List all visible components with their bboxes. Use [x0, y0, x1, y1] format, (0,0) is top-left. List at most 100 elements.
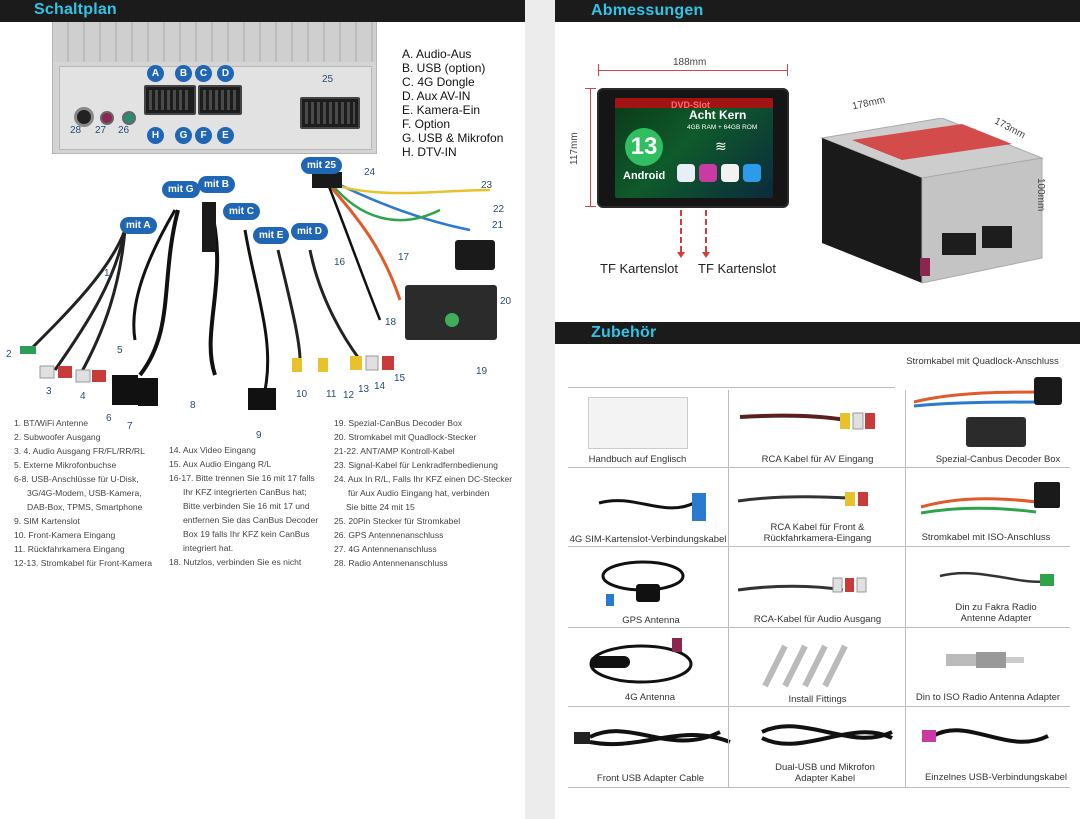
accessory-caption-4g-antenna: 4G Antenna: [624, 692, 676, 703]
dvd-slot-label: DVD-Slot: [671, 100, 710, 110]
accessory-caption-dual-usb: Dual-USB und Mikrofon Adapter Kabel: [755, 762, 895, 784]
fakra-adapter-image: [939, 571, 1054, 586]
wifi-icon: ≋: [715, 138, 727, 154]
cable-tag-25: mit 25: [301, 157, 342, 174]
accessory-caption-single-usb: Einzelnes USB-Verbindungskabel: [924, 772, 1068, 783]
arrow-down-icon: [677, 252, 685, 258]
memory-spec: 4GB RAM + 64GB ROM: [687, 124, 758, 131]
unit-height-dimension: 100mm: [1035, 178, 1046, 212]
section-title-zubehoer: Zubehör: [591, 324, 657, 341]
instagram-icon: [699, 164, 717, 182]
single-usb-cable-image: [922, 728, 1049, 744]
height-dimension: 117mm: [569, 132, 580, 165]
dimension-tick: [585, 88, 596, 89]
accessory-caption-fittings: Install Fittings: [788, 694, 847, 705]
cable-number-12: 12: [343, 390, 355, 401]
description-line: 10. Front-Kamera Eingang: [14, 530, 116, 540]
height-dimension-line: [590, 88, 591, 206]
chrome-icon: [721, 164, 739, 182]
head-unit-front-view: DVD-Slot Acht Kern 4GB RAM + 64GB ROM 13…: [597, 88, 789, 208]
accessory-caption-iso-cable: Stromkabel mit ISO-Anschluss: [921, 532, 1051, 543]
rca-camera-cable-image: [737, 492, 868, 506]
head-unit-screen: DVD-Slot Acht Kern 4GB RAM + 64GB ROM 13…: [615, 98, 773, 198]
description-line: entfernen Sie das CanBus Decoder: [183, 515, 319, 525]
tf-slot-pointer: [705, 210, 707, 252]
caption-line: Antenne Adapter: [960, 613, 1032, 624]
description-line: 3. 4. Audio Ausgang FR/FL/RR/RL: [14, 446, 145, 456]
4g-antenna-image: [589, 638, 693, 684]
description-line: 3G/4G-Modem, USB-Kamera,: [27, 488, 142, 498]
caption-line: RCA Kabel für Front &: [770, 522, 865, 533]
legend-item: G. USB & Mikrofon: [402, 131, 504, 145]
tf-slot-label: TF Kartenslot: [698, 261, 777, 276]
section-title-schaltplan: Schaltplan: [34, 1, 117, 18]
quadlock-cable-image: [913, 377, 1062, 447]
divider: [568, 387, 895, 388]
cable-tag-g: mit G: [162, 181, 200, 198]
accessory-caption-quadlock: Stromkabel mit Quadlock-Anschluss: [906, 356, 1059, 367]
cable-number-11: 11: [326, 389, 337, 400]
description-column-2: 14. Aux Video Eingang 15. Aux Audio Eing…: [169, 443, 318, 569]
description-line: 21-22. ANT/AMP Kontroll-Kabel: [334, 446, 455, 456]
connector-25: [300, 97, 360, 129]
description-line: 2. Subwoofer Ausgang: [14, 432, 101, 442]
description-line: 18. Nutzlos, verbinden Sie es nicht: [169, 557, 302, 567]
description-line: 26. GPS Antennenanschluss: [334, 530, 444, 540]
cable-tag-c: mit C: [223, 203, 260, 220]
cable-number-14: 14: [374, 381, 386, 392]
dual-usb-cable-image: [761, 724, 893, 746]
cable-tag-a: mit A: [120, 217, 157, 234]
divider: [568, 787, 1070, 788]
description-line: 11. Rückfahrkamera Eingang: [14, 544, 125, 554]
divider: [568, 546, 1070, 547]
caption-line: Rückfahrkamera-Eingang: [763, 533, 872, 544]
accessory-caption-rca-camera: RCA Kabel für Front & Rückfahrkamera-Ein…: [740, 522, 895, 544]
rca-av-cable-image: [739, 412, 875, 430]
wiring-diagram-panel: Schaltplan A B C D H G F E 25 28 27 26 A…: [0, 0, 525, 819]
accessory-caption-sim-cable: 4G SIM-Kartenslot-Verbindungskabel: [569, 534, 727, 545]
4g-sim-cable-image: [598, 493, 706, 521]
cable-number-4: 4: [80, 391, 86, 402]
cable-number-21: 21: [492, 220, 504, 231]
description-column-1: 1. BT/WiFi Antenne 2. Subwoofer Ausgang …: [14, 416, 152, 570]
port-number-26: 26: [118, 125, 130, 136]
cable-number-22: 22: [493, 204, 505, 215]
port-badge-h: H: [147, 127, 164, 144]
gps-antenna-image: [601, 560, 685, 606]
legend-item: A. Audio-Aus: [402, 47, 472, 61]
cable-harness-illustration: [20, 172, 497, 410]
tf-slot-pointer: [680, 210, 682, 252]
description-line: für Aux Audio Eingang hat, verbinden: [348, 488, 490, 498]
cable-number-18: 18: [385, 317, 397, 328]
cable-number-1: 1: [104, 268, 110, 279]
legend-item: B. USB (option): [402, 61, 486, 75]
cable-number-24: 24: [364, 167, 376, 178]
cable-number-5: 5: [117, 345, 123, 356]
legend-item: H. DTV-IN: [402, 145, 457, 159]
divider: [568, 706, 1070, 707]
caption-line: Adapter Kabel: [794, 773, 856, 784]
cable-number-3: 3: [46, 386, 52, 397]
section-header-bar: [555, 0, 1080, 22]
divider: [728, 390, 729, 787]
twitter-icon: [743, 164, 761, 182]
cable-number-23: 23: [481, 180, 493, 191]
rca-audio-cable-image: [737, 577, 867, 593]
width-dimension-line: [598, 70, 788, 71]
cable-number-16: 16: [334, 257, 346, 268]
legend-item: C. 4G Dongle: [402, 75, 475, 89]
description-line: DAB-Box, TPMS, Smartphone: [27, 502, 143, 512]
dimension-tick: [598, 64, 599, 76]
description-line: 9. SIM Kartenslot: [14, 516, 80, 526]
port-badge-f: F: [195, 127, 212, 144]
android-label: Android: [623, 170, 666, 182]
description-line: Box 19 falls Ihr KFZ kein CanBus: [183, 529, 310, 539]
section-header-bar: [555, 322, 1080, 344]
octa-core-label: Acht Kern: [689, 108, 747, 122]
description-line: 20. Stromkabel mit Quadlock-Stecker: [334, 432, 477, 442]
port-badge-e: E: [217, 127, 234, 144]
description-line: 24. Aux In R/L, Falls Ihr KFZ einen DC-S…: [334, 474, 513, 484]
width-dimension: 188mm: [673, 57, 707, 68]
description-line: 14. Aux Video Eingang: [169, 445, 256, 455]
cable-number-19: 19: [476, 366, 488, 377]
